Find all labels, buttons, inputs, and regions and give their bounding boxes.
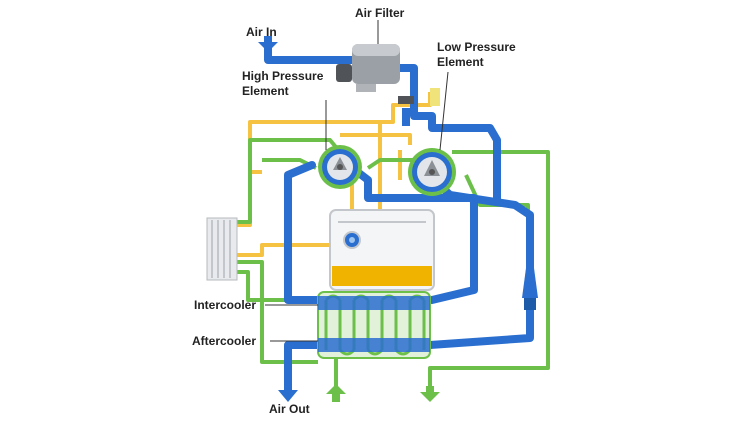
oil-thermostatic-valve <box>343 231 361 249</box>
air-filter-label: Air Filter <box>355 6 405 20</box>
high-pressure-element-label: High Pressure Element <box>242 69 324 98</box>
intake-valve <box>398 88 440 126</box>
oil-tank <box>329 209 435 291</box>
air-filter <box>336 44 400 92</box>
cooler-block <box>317 291 431 359</box>
air-out-label: Air Out <box>269 402 310 416</box>
water-inlet-arrow <box>326 384 346 402</box>
label-leaders <box>265 20 449 342</box>
low-pressure-element-label: Low Pressure Element <box>437 40 516 69</box>
aftercooler-label: Aftercooler <box>192 334 257 348</box>
air-in-arrow <box>258 36 278 52</box>
water-outlet-arrow <box>420 386 440 402</box>
oil-cooler <box>206 217 238 281</box>
low-pressure-element <box>408 148 456 196</box>
intercooler-label: Intercooler <box>194 298 257 312</box>
air-in-label: Air In <box>246 25 277 39</box>
high-pressure-element <box>318 145 362 189</box>
moisture-separator <box>522 268 538 310</box>
air-out-arrow <box>278 380 298 402</box>
